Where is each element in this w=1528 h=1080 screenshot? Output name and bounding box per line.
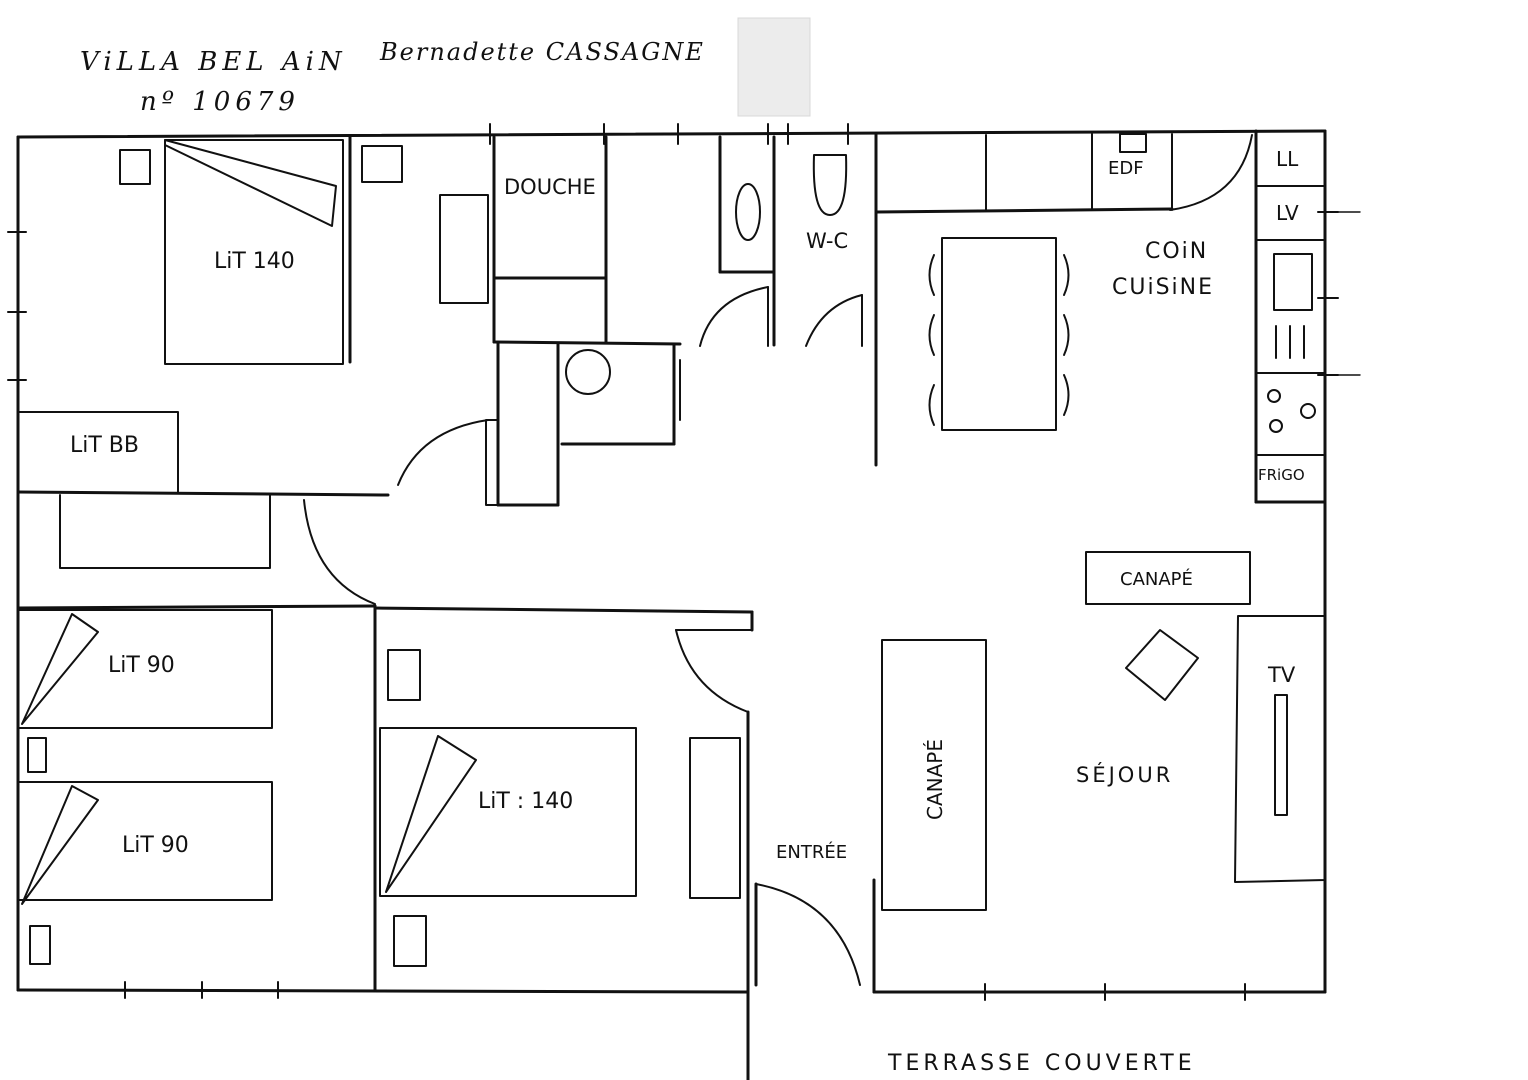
lit-bb-label: LiT BB xyxy=(70,433,139,458)
lv-label: LV xyxy=(1276,201,1299,225)
canape-top-label: CANAPÉ xyxy=(1120,568,1193,590)
cuisine-label: CUiSiNE xyxy=(1112,275,1214,300)
tv-label: TV xyxy=(1267,663,1296,687)
coin-label: COiN xyxy=(1145,239,1208,264)
canape-side-label: CANAPÉ xyxy=(923,739,947,820)
lit-90-a-label: LiT 90 xyxy=(108,653,175,678)
furniture xyxy=(17,133,1326,967)
outer-walls xyxy=(16,129,1327,994)
frigo-label: FRiGO xyxy=(1258,466,1305,484)
villa-title: ViLLA BEL AiN xyxy=(80,47,347,77)
entree-label: ENTRÉE xyxy=(776,841,847,863)
douche-label: DOUCHE xyxy=(504,175,596,199)
wc-label: W-C xyxy=(806,229,848,253)
door-swings xyxy=(303,134,1253,1080)
room-labels: DOUCHE W-C COiN CUiSiNE EDF LL LV FRiGO … xyxy=(504,147,1305,1076)
interior-walls xyxy=(16,129,1327,994)
lit-140-bottom-label: LiT : 140 xyxy=(478,789,573,814)
lit-140-top-label: LiT 140 xyxy=(214,249,295,274)
owner-name: Bernadette CASSAGNE xyxy=(379,38,705,66)
ll-label: LL xyxy=(1276,147,1299,171)
terrasse-label: TERRASSE COUVERTE xyxy=(887,1051,1196,1076)
listing-number: nº 10679 xyxy=(140,87,300,117)
edf-label: EDF xyxy=(1108,158,1144,179)
wall-ticks xyxy=(7,123,1361,1001)
bed-labels: LiT 140 LiT BB LiT 90 LiT 90 LiT : 140 xyxy=(70,249,573,858)
tape-mark xyxy=(737,17,811,117)
sejour-label: SÉJOUR xyxy=(1076,762,1173,787)
lit-90-b-label: LiT 90 xyxy=(122,833,189,858)
